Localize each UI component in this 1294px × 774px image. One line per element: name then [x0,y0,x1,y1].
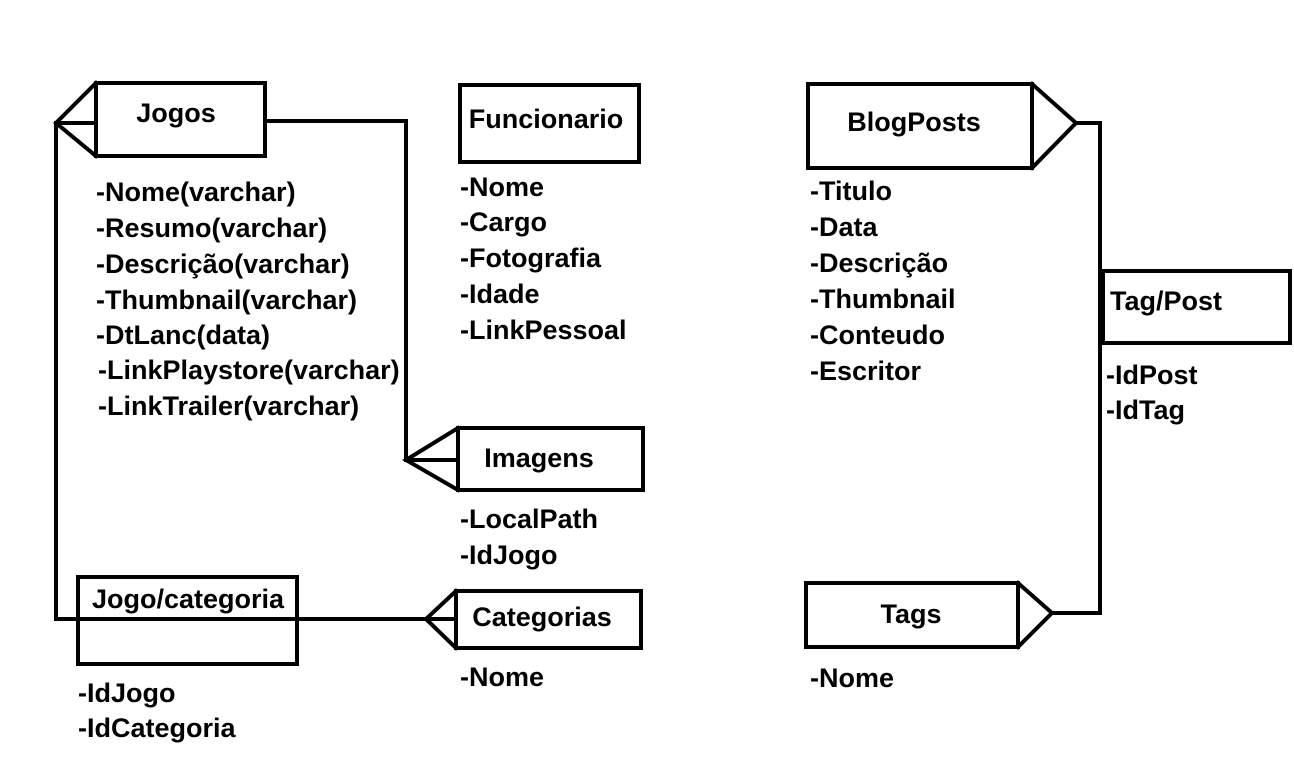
entity-blogposts: BlogPosts -Titulo -Data -Descrição -Thum… [806,82,1034,386]
entity-jogos: Jogos -Nome(varchar) -Resumo(varchar) -D… [94,81,400,421]
connectors [53,80,1105,651]
attribute: -Resumo(varchar) [96,213,327,243]
attribute: -Descrição [810,248,948,278]
entity-box [806,82,1034,170]
entity-box [454,589,643,650]
entity-title: Categorias [472,602,612,632]
connector-blogposts-tags [1050,121,1102,615]
attribute: -Cargo [460,207,547,237]
attribute: -Data [810,212,878,242]
crowfoot-jogos [53,80,99,159]
entity-box [1101,269,1292,345]
entity-funcionario: Funcionario -Nome -Cargo -Fotografia -Id… [458,83,641,345]
entity-tags: Tags -Nome [804,581,1020,693]
entity-box [804,581,1020,649]
attribute: -Fotografia [460,243,602,273]
attribute: -Conteudo [810,320,945,350]
entity-categorias: Categorias -Nome [454,589,643,692]
attribute: -Escritor [810,356,922,386]
entity-box [458,83,641,164]
crowfoot-categorias [423,588,459,651]
entity-title: Imagens [484,443,594,473]
attribute: -Titulo [810,176,892,206]
attribute: -IdPost [1106,360,1198,390]
connector-jogos-jogo-categoria [54,121,98,621]
attribute: -LinkTrailer(varchar) [98,391,359,421]
entity-tag-post: Tag/Post -IdPost -IdTag [1101,269,1292,425]
attribute: -Idade [460,279,540,309]
attribute: -LinkPessoal [460,315,627,345]
attribute: -Nome(varchar) [96,177,296,207]
entity-title: Jogo/categoria [92,584,285,614]
attribute: -LinkPlaystore(varchar) [98,355,400,385]
attribute: -IdJogo [460,540,557,570]
entity-box [94,81,267,158]
attribute: -Thumbnail(varchar) [96,285,357,315]
entity-box [76,575,299,666]
crowfoot-blogposts [1029,81,1079,171]
attribute: -IdTag [1106,395,1185,425]
crowfoot-imagens [402,425,461,493]
attribute: -Nome [460,662,544,692]
entity-imagens: Imagens -LocalPath -IdJogo [456,426,645,570]
entity-title: Jogos [136,98,216,128]
attribute: -IdJogo [78,678,175,708]
entity-box [456,426,645,492]
crowfoot-tags [1015,580,1055,650]
connector-jogos-imagens [263,119,460,462]
entity-jogo-categoria: Jogo/categoria -IdJogo -IdCategoria [76,575,299,743]
entity-title: Funcionario [469,104,624,134]
entity-title: Tag/Post [1110,286,1222,316]
attribute: -Descrição(varchar) [96,249,350,279]
attribute: -DtLanc(data) [96,320,270,350]
attribute: -LocalPath [460,504,598,534]
attribute: -Nome [460,172,544,202]
attribute: -Nome [810,663,894,693]
entity-title: Tags [880,599,941,629]
attribute: -Thumbnail [810,284,955,314]
entity-title: BlogPosts [847,107,981,137]
attribute: -IdCategoria [78,713,237,743]
